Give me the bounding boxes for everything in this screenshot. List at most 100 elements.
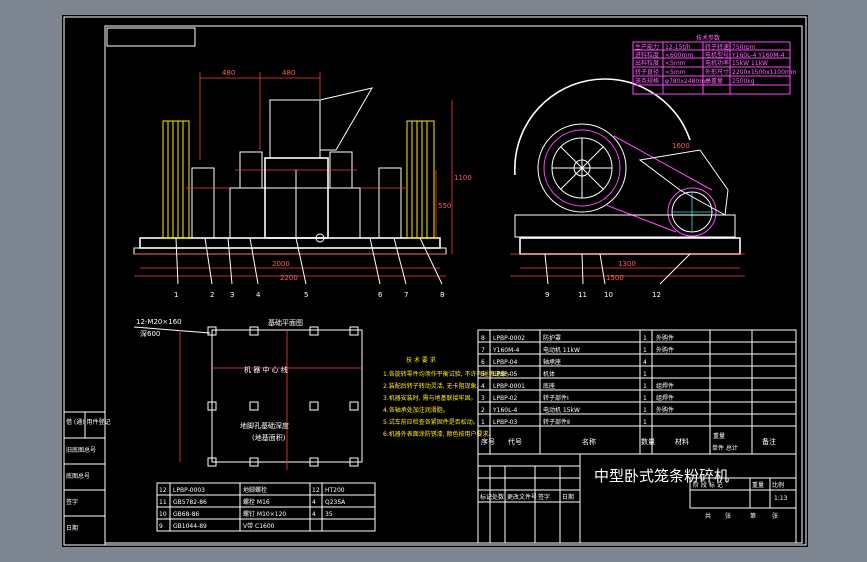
svg-text:3: 3	[481, 395, 485, 402]
svg-text:6: 6	[481, 359, 485, 366]
left-strip-label: 日期	[66, 524, 78, 532]
svg-text:11: 11	[159, 499, 167, 506]
dim-text: 480	[222, 69, 235, 77]
svg-text:Y160L-4: Y160L-4	[492, 407, 518, 414]
svg-text:外购件: 外购件	[656, 346, 674, 354]
dim-text: 2000	[272, 260, 290, 268]
tech-req-line: 1.各旋转零件均须作平衡试验, 不许有碰擦现象。	[383, 370, 513, 378]
left-strip: 借 (通) 用件登记 旧底图总号 底图总号 签字 日期	[63, 411, 111, 546]
foundation-center-text: 机 器 中 心 线	[244, 365, 288, 374]
part-label: 10	[604, 291, 613, 299]
svg-text:GB5782-86: GB5782-86	[173, 499, 207, 506]
inner-frame	[104, 25, 803, 544]
svg-text:10: 10	[159, 511, 167, 518]
bolt-note: 12-M20×160	[136, 318, 182, 326]
param-value: <5mm	[665, 69, 686, 76]
svg-text:1: 1	[643, 395, 647, 402]
svg-text:35: 35	[325, 511, 333, 518]
svg-text:阶 段 标 记: 阶 段 标 记	[693, 481, 723, 489]
svg-text:GB68-86: GB68-86	[173, 511, 199, 518]
part-label: 4	[256, 291, 261, 299]
foundation-plan: 12-M20×160 深600 基础平面图 机 器 中 心 线 地脚孔基础深度 …	[133, 318, 363, 470]
param-value: <600mm	[665, 52, 693, 59]
param-name: 电机功率	[705, 59, 729, 67]
svg-text:外购件: 外购件	[656, 406, 674, 414]
param-value: φ780x2480mm	[665, 78, 711, 85]
tech-req-line: 2.装配后转子转动灵活, 无卡阻现象。	[383, 382, 483, 390]
part-label: 6	[378, 291, 383, 299]
param-value: Y160L-4 Y160M-4	[731, 52, 785, 59]
foundation-pit-sub: (地基面积)	[252, 433, 286, 442]
param-value: <5mm	[665, 60, 686, 67]
part-label: 8	[440, 291, 444, 299]
svg-text:5: 5	[481, 371, 485, 378]
svg-text:2: 2	[481, 407, 485, 414]
svg-text:LPBP-02: LPBP-02	[493, 395, 518, 402]
svg-text:LPBP-0002: LPBP-0002	[493, 335, 525, 342]
tech-params-table: 技术参数 生产能力 12-15t/h 转子转速 750rpm 进料粒度 <600…	[632, 34, 797, 95]
svg-text:外购件: 外购件	[656, 334, 674, 342]
svg-text:电动机 11kW: 电动机 11kW	[543, 346, 580, 354]
svg-text:GB1044-89: GB1044-89	[173, 523, 207, 530]
svg-text:组焊件: 组焊件	[656, 382, 674, 390]
svg-text:螺栓 M16: 螺栓 M16	[243, 498, 270, 506]
dim-text: 1100	[454, 174, 472, 182]
svg-text:标记: 标记	[480, 493, 492, 501]
svg-text:共: 共	[705, 512, 711, 520]
left-strip-label: 旧底图总号	[66, 446, 96, 454]
param-name: 转子直径	[635, 68, 659, 76]
svg-text:电动机 15kW: 电动机 15kW	[543, 406, 580, 414]
foundation-pit-text: 地脚孔基础深度	[240, 421, 289, 430]
part-label: 11	[578, 291, 587, 299]
bom-header: 单件 总计	[712, 444, 738, 452]
part-label: 12	[652, 291, 661, 299]
svg-text:LPBP-05: LPBP-05	[493, 371, 518, 378]
svg-text:4: 4	[481, 383, 485, 390]
bom-header: 材料	[675, 437, 689, 446]
svg-text:比例: 比例	[772, 481, 784, 489]
title-block: 标记 处数 更改文件号 签字 日期 中型卧式笼条粉碎机 阶 段 标 记 重量 比…	[477, 453, 797, 544]
svg-text:LPBP-0001: LPBP-0001	[493, 383, 525, 390]
svg-text:1: 1	[643, 407, 647, 414]
front-view: 480 480 2000 2200 1100 550 1 2 3 4 5 6 7…	[133, 69, 472, 299]
svg-text:防护罩: 防护罩	[543, 334, 561, 342]
param-name: 转子转速	[705, 43, 729, 51]
bom-header: 序号	[481, 437, 495, 446]
bom-header: 代号	[508, 437, 522, 446]
svg-text:LPBP-04: LPBP-04	[493, 359, 518, 366]
bom-header: 备注	[762, 437, 776, 446]
sheet-border	[63, 16, 807, 546]
dim-text: 1300	[618, 260, 636, 268]
foundation-title: 基础平面图	[268, 318, 303, 327]
svg-text:日期: 日期	[562, 493, 574, 501]
svg-text:Y160M-4: Y160M-4	[492, 347, 519, 354]
tech-req-title: 技 术 要 求	[406, 356, 436, 364]
param-name: 电机型号	[705, 51, 729, 59]
svg-text:9: 9	[159, 523, 163, 530]
param-value: 15kW 11kW	[732, 60, 768, 67]
svg-text:12: 12	[312, 487, 320, 494]
tech-req-line: 4.各轴承处加注润滑脂。	[383, 406, 449, 414]
part-label: 5	[304, 291, 308, 299]
part-label: 9	[545, 291, 549, 299]
dim-text: 480	[282, 69, 295, 77]
tech-req-line: 5.试车前应检查各紧固件是否松动。	[383, 418, 479, 426]
bolt-depth: 深600	[140, 329, 160, 338]
part-label: 1	[174, 291, 178, 299]
svg-text:4: 4	[312, 499, 316, 506]
param-value: 750rpm	[732, 44, 756, 51]
param-name: 进料粒度	[635, 51, 659, 59]
svg-text:Q235A: Q235A	[325, 499, 346, 506]
part-label: 7	[404, 291, 408, 299]
svg-text:7: 7	[481, 347, 485, 354]
param-value: 2200x1500x1100mm	[732, 69, 797, 76]
param-value: 12-15t/h	[665, 44, 691, 51]
svg-text:更改文件号: 更改文件号	[507, 493, 537, 501]
svg-text:1: 1	[643, 335, 647, 342]
svg-text:机体: 机体	[543, 370, 555, 378]
svg-text:1: 1	[643, 383, 647, 390]
svg-text:签字: 签字	[538, 493, 550, 501]
